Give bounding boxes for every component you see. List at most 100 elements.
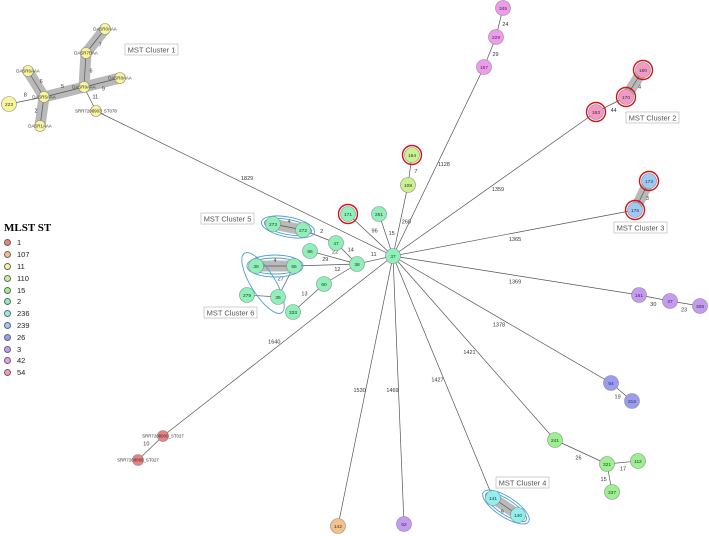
node-hub[interactable]: 37	[385, 248, 401, 264]
node-n223[interactable]: 223	[1, 96, 17, 112]
node-ring	[337, 203, 359, 225]
node-n163[interactable]: 163	[585, 101, 607, 123]
edge	[309, 250, 358, 265]
cluster-label-5: MST Cluster 5	[200, 212, 255, 225]
edge	[392, 184, 409, 257]
node-circle	[547, 432, 563, 448]
node-label: 47	[333, 241, 339, 247]
edge-label: 15	[389, 231, 395, 237]
node-c1d[interactable]: DASR8AAA	[108, 72, 132, 84]
node-c1b[interactable]: DASR7BAA	[74, 47, 98, 59]
node-c1e[interactable]: DASR6AAA	[16, 65, 40, 77]
node-n86[interactable]: 86	[302, 243, 318, 259]
node-circle	[630, 453, 646, 469]
node-n38[interactable]: 38	[349, 256, 365, 272]
node-n112[interactable]: 112	[630, 453, 646, 469]
node-c1g[interactable]: DASR1AAA	[28, 120, 52, 132]
node-n272[interactable]: 272	[295, 222, 311, 238]
node-label: 112	[634, 459, 642, 465]
edge-label: 3	[646, 196, 649, 202]
node-n39[interactable]: 39	[248, 258, 264, 274]
node-circle	[627, 202, 643, 218]
node-label: 345	[499, 6, 507, 12]
node-label: 251	[375, 212, 383, 218]
node-n279[interactable]: 279	[239, 287, 255, 303]
node-circle	[476, 59, 492, 75]
node-label: 316	[628, 399, 636, 405]
node-r2[interactable]: SRR7208899_ST027	[117, 454, 159, 466]
legend-label: 42	[17, 356, 26, 366]
node-n251[interactable]: 251	[371, 206, 387, 222]
node-label: 38	[354, 262, 360, 268]
cluster-label-6: MST Cluster 6	[203, 306, 258, 319]
node-n35[interactable]: 35	[270, 289, 286, 305]
node-c1a[interactable]: DASR0AAA	[93, 23, 117, 35]
node-label: 164	[408, 153, 416, 159]
node-n142[interactable]: 142	[330, 518, 346, 534]
node-n273[interactable]: 273	[265, 216, 281, 232]
node-r1[interactable]: SRR7208900_ST027	[142, 430, 184, 442]
node-n141[interactable]: 141	[485, 490, 501, 506]
node-label: 272	[299, 228, 307, 234]
node-c1c[interactable]: DASR9AAA	[72, 81, 96, 93]
node-n37b[interactable]: 37	[662, 293, 678, 309]
node-label: 54	[608, 381, 614, 387]
node-n321[interactable]: 321	[599, 456, 615, 472]
edge-label: 1128	[438, 162, 450, 168]
edge-label: 5	[61, 84, 64, 90]
cluster-label-1: MST Cluster 1	[124, 43, 179, 56]
node-n108[interactable]: 108	[400, 177, 416, 193]
node-ring	[638, 170, 660, 192]
node-n161[interactable]: 161	[631, 287, 647, 303]
node-label: DASR8AAA	[108, 76, 131, 81]
node-n140[interactable]: 140	[510, 507, 526, 523]
cluster-label-2: MST Cluster 2	[625, 111, 680, 124]
node-n176[interactable]: 176	[624, 199, 646, 221]
node-c1h[interactable]: SRR7208903_ST078	[75, 105, 117, 117]
legend-item: 107	[4, 249, 84, 261]
legend-swatch	[4, 357, 11, 365]
node-label: 157	[480, 65, 488, 71]
node-n333[interactable]: 333	[285, 304, 301, 320]
node-n62[interactable]: 62	[396, 516, 412, 532]
node-n54[interactable]: 54	[603, 375, 619, 391]
node-n241[interactable]: 241	[547, 432, 563, 448]
node-circle	[302, 243, 318, 259]
legend-swatch	[4, 239, 11, 247]
edge	[392, 255, 405, 525]
node-label: 163	[592, 110, 600, 116]
cluster-halo	[263, 217, 313, 237]
node-n337[interactable]: 337	[604, 484, 620, 500]
node-n55[interactable]: 55	[286, 258, 302, 274]
node-n173[interactable]: 173	[638, 170, 660, 192]
node-n345[interactable]: 345	[495, 0, 511, 16]
node-n171[interactable]: 171	[337, 203, 359, 225]
node-n180[interactable]: 180	[632, 59, 654, 81]
node-label: 176	[631, 208, 639, 214]
node-n60[interactable]: 60	[316, 276, 332, 292]
edge-label: 12	[334, 267, 340, 273]
cluster-label-layer: MST Cluster 1 MST Cluster 2 MST Cluster …	[124, 43, 680, 489]
edge-label: 1359	[492, 187, 504, 193]
edge-label: 1421	[463, 350, 475, 356]
node-label: 229	[492, 35, 500, 41]
legend-swatch	[4, 286, 11, 294]
node-n308[interactable]: 308	[692, 298, 708, 314]
node-circle	[78, 81, 90, 93]
node-n170[interactable]: 170	[615, 86, 637, 108]
edge	[337, 255, 394, 527]
node-n157[interactable]: 157	[476, 59, 492, 75]
edge-label: 96	[372, 229, 378, 235]
node-n164[interactable]: 164	[401, 144, 423, 166]
node-c1f[interactable]: DASR5AAA	[32, 91, 56, 103]
node-n47[interactable]: 47	[328, 235, 344, 251]
node-label: 55	[291, 264, 297, 270]
node-circle	[38, 91, 50, 103]
node-n316[interactable]: 316	[624, 393, 640, 409]
edge-label: 4	[288, 219, 291, 225]
node-ring	[615, 86, 637, 108]
node-ring	[624, 199, 646, 221]
node-n229[interactable]: 229	[488, 29, 504, 45]
svg-text:MST Cluster 3: MST Cluster 3	[617, 223, 665, 232]
